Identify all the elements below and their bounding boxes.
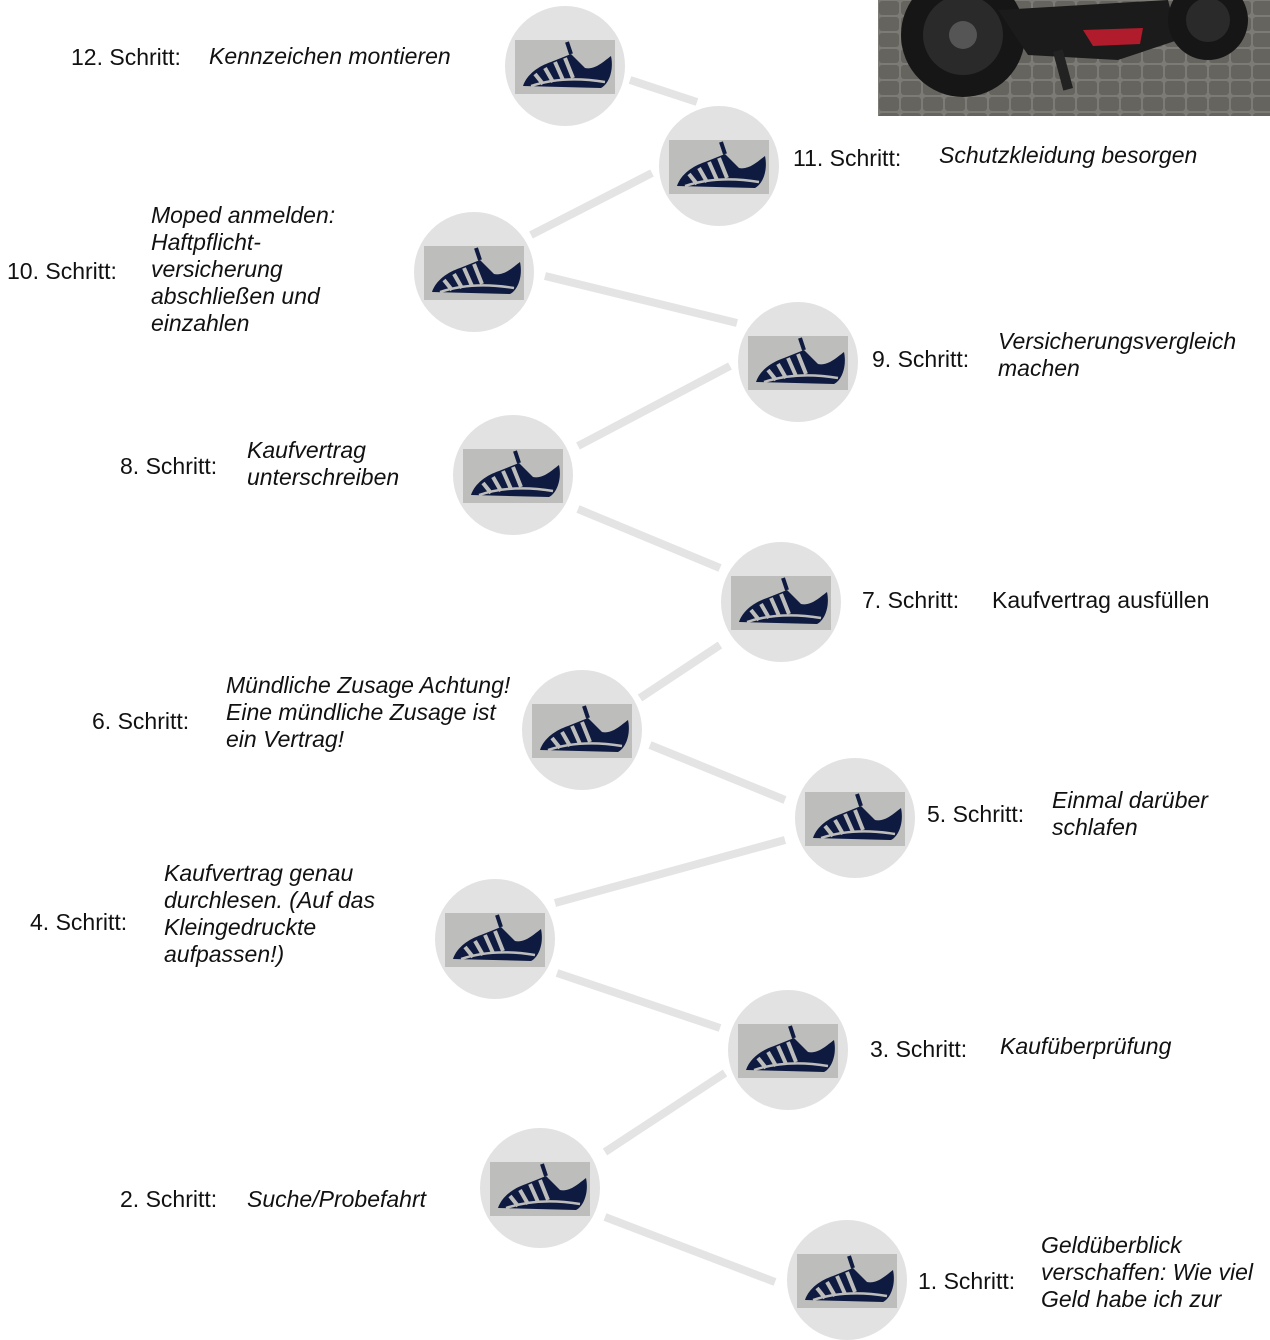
step-text-1: Geldüberblick verschaffen: Wie viel Geld… [1041,1232,1253,1316]
shoe-icon [731,576,831,630]
step-label-1: 1. Schritt: [918,1268,1016,1294]
step-label-2: 2. Schritt: [120,1186,218,1212]
step-text-11: Schutzkleidung besorgen [939,142,1198,168]
shoe-icon [490,1162,590,1216]
step-text-8: Kaufvertrag unterschreiben [247,437,400,490]
step-circle-11 [659,106,779,226]
step-text-6: Mündliche Zusage Achtung! Eine mündliche… [226,672,511,752]
shoe-icon [463,449,563,503]
step-text-5: Einmal darüber schlafen [1052,787,1208,840]
step-text-12: Kennzeichen montieren [209,43,451,69]
step-text-2: Suche/Probefahrt [247,1186,427,1212]
connector-10-11 [529,169,654,239]
shoe-icon [748,336,848,390]
shoe-icon [515,40,615,94]
step-text-4: Kaufvertrag genau durchlesen. (Auf das K… [164,860,375,967]
connector-11-12 [628,76,699,106]
step-text-10: Moped anmelden: Haftpflicht-versicherung… [151,202,336,336]
shoe-icon [424,246,524,300]
step-circle-1 [787,1220,907,1340]
step-text-7: Kaufvertrag ausfüllen [992,587,1210,613]
step-label-4: 4. Schritt: [30,909,128,935]
connector-2-3 [602,1069,728,1156]
connector-4-5 [553,836,787,907]
step-circle-5 [795,758,915,878]
shoe-icon [797,1254,897,1308]
connector-6-7 [637,641,723,702]
step-circle-9 [738,302,858,422]
step-label-8: 8. Schritt: [120,453,218,479]
moped-photo [878,0,1270,116]
shoe-icon [532,704,632,758]
step-label-6: 6. Schritt: [92,708,190,734]
step-text-9: Versicherungsvergleich machen [998,328,1237,381]
connector-5-6 [648,741,787,804]
step-label-9: 9. Schritt: [872,346,970,372]
connector-7-8 [576,505,722,572]
connector-8-9 [576,362,732,450]
shoe-icon [445,913,545,967]
shoe-icon [738,1024,838,1078]
step-label-5: 5. Schritt: [927,801,1025,827]
step-label-7: 7. Schritt: [862,587,960,613]
shoe-icon [669,140,769,194]
connector-1-2 [603,1213,777,1286]
step-label-12: 12. Schritt: [71,44,181,70]
step-text-3: Kaufüberprüfung [1000,1033,1172,1059]
shoe-icon [805,792,905,846]
step-circle-6 [522,670,642,790]
step-label-11: 11. Schritt: [793,145,902,171]
connector-3-4 [555,969,722,1032]
step-label-10: 10. Schritt: [7,258,117,284]
step-circle-8 [453,415,573,535]
connector-9-10 [544,272,738,327]
step-circle-12 [505,6,625,126]
step-circle-7 [721,542,841,662]
step-circle-2 [480,1128,600,1248]
step-circle-4 [435,879,555,999]
step-label-3: 3. Schritt: [870,1036,968,1062]
step-circle-10 [414,212,534,332]
step-circle-3 [728,990,848,1110]
